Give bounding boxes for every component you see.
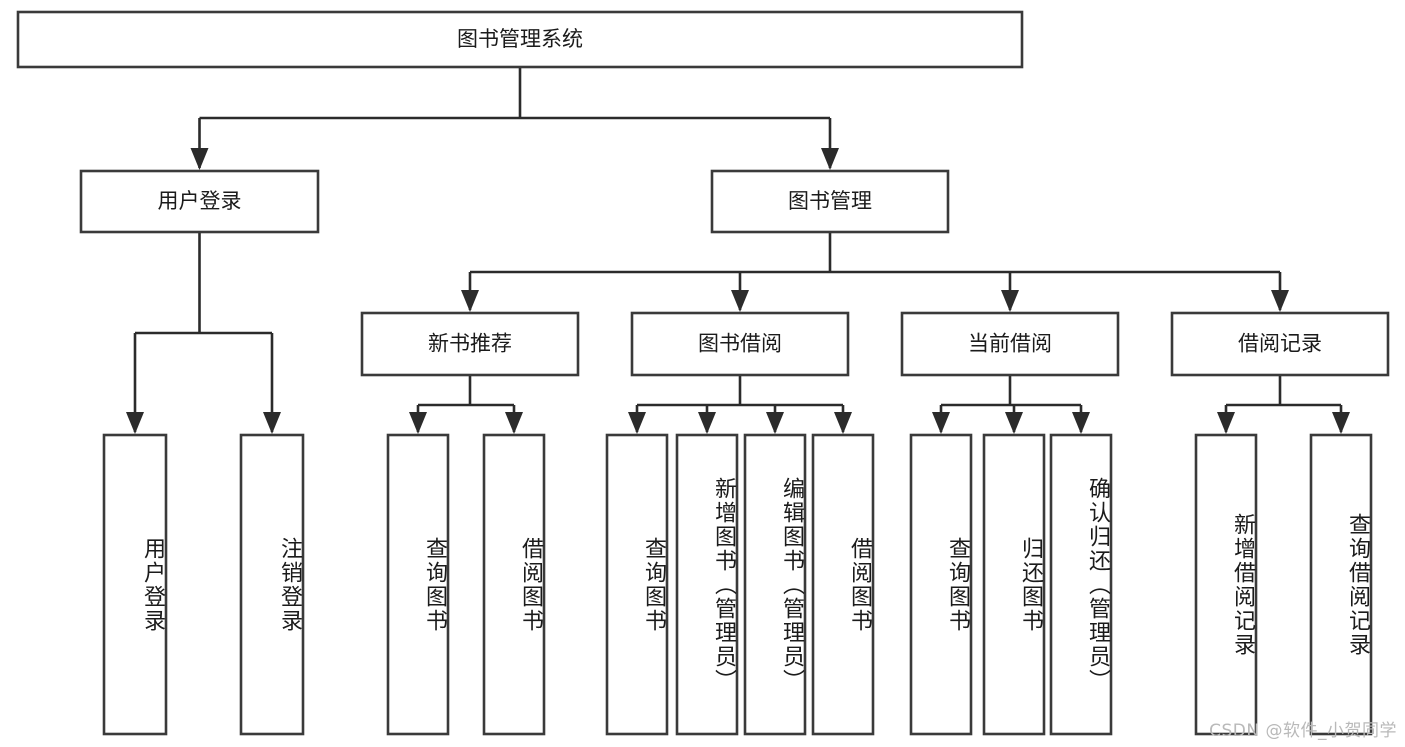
- node-leaf-box-3[interactable]: [482, 433, 546, 736]
- arrow-down-icon: [628, 412, 646, 434]
- arrow-down-icon: [409, 412, 427, 434]
- node-leaf-box-6[interactable]: [743, 433, 807, 736]
- arrow-down-icon: [1005, 412, 1023, 434]
- arrow-down-icon: [834, 412, 852, 434]
- node-leaf-box-1[interactable]: [239, 433, 305, 736]
- arrow-down-icon: [1332, 412, 1350, 434]
- arrow-down-icon: [126, 412, 144, 434]
- node-level3-box-1[interactable]: [630, 311, 850, 377]
- node-level2-box-1[interactable]: [710, 169, 950, 234]
- node-level2-label-0: 用户登录: [158, 190, 242, 213]
- arrow-down-icon: [766, 412, 784, 434]
- node-level3-box-0[interactable]: [360, 311, 580, 377]
- node-leaf-box-0[interactable]: [102, 433, 168, 736]
- arrow-down-icon: [821, 148, 839, 170]
- node-leaf-box-12[interactable]: [1309, 433, 1373, 736]
- node-leaf-box-4[interactable]: [605, 433, 669, 736]
- boxes-layer: [16, 10, 1390, 736]
- node-level3-box-3[interactable]: [1170, 311, 1390, 377]
- arrow-down-icon: [263, 412, 281, 434]
- arrow-down-icon: [190, 148, 209, 170]
- node-leaf-box-10[interactable]: [1049, 433, 1113, 736]
- arrow-down-icon: [1001, 290, 1019, 312]
- node-level3-label-0: 新书推荐: [428, 333, 512, 356]
- node-level2-label-1: 图书管理: [788, 190, 872, 213]
- node-leaf-box-2[interactable]: [386, 433, 450, 736]
- node-root-label: 图书管理系统: [457, 28, 583, 51]
- arrow-down-icon: [1217, 412, 1235, 434]
- node-root-box[interactable]: [16, 10, 1024, 69]
- node-leaf-box-8[interactable]: [909, 433, 973, 736]
- arrow-down-icon: [731, 290, 749, 312]
- node-level3-label-3: 借阅记录: [1238, 333, 1322, 356]
- arrow-down-icon: [505, 412, 523, 434]
- node-level3-label-1: 图书借阅: [698, 333, 782, 356]
- node-leaf-box-9[interactable]: [982, 433, 1046, 736]
- arrow-down-icon: [1072, 412, 1090, 434]
- arrow-down-icon: [932, 412, 950, 434]
- node-leaf-box-5[interactable]: [675, 433, 739, 736]
- node-level3-box-2[interactable]: [900, 311, 1120, 377]
- node-level3-label-2: 当前借阅: [968, 333, 1052, 356]
- arrow-down-icon: [698, 412, 716, 434]
- watermark-text: CSDN @软件_小贺同学: [1209, 721, 1397, 741]
- arrow-down-icon: [1271, 290, 1289, 312]
- arrow-down-icon: [461, 290, 479, 312]
- node-leaf-box-7[interactable]: [811, 433, 875, 736]
- node-leaf-box-11[interactable]: [1194, 433, 1258, 736]
- node-level2-box-0[interactable]: [79, 169, 320, 234]
- connectors-layer: [126, 67, 1350, 434]
